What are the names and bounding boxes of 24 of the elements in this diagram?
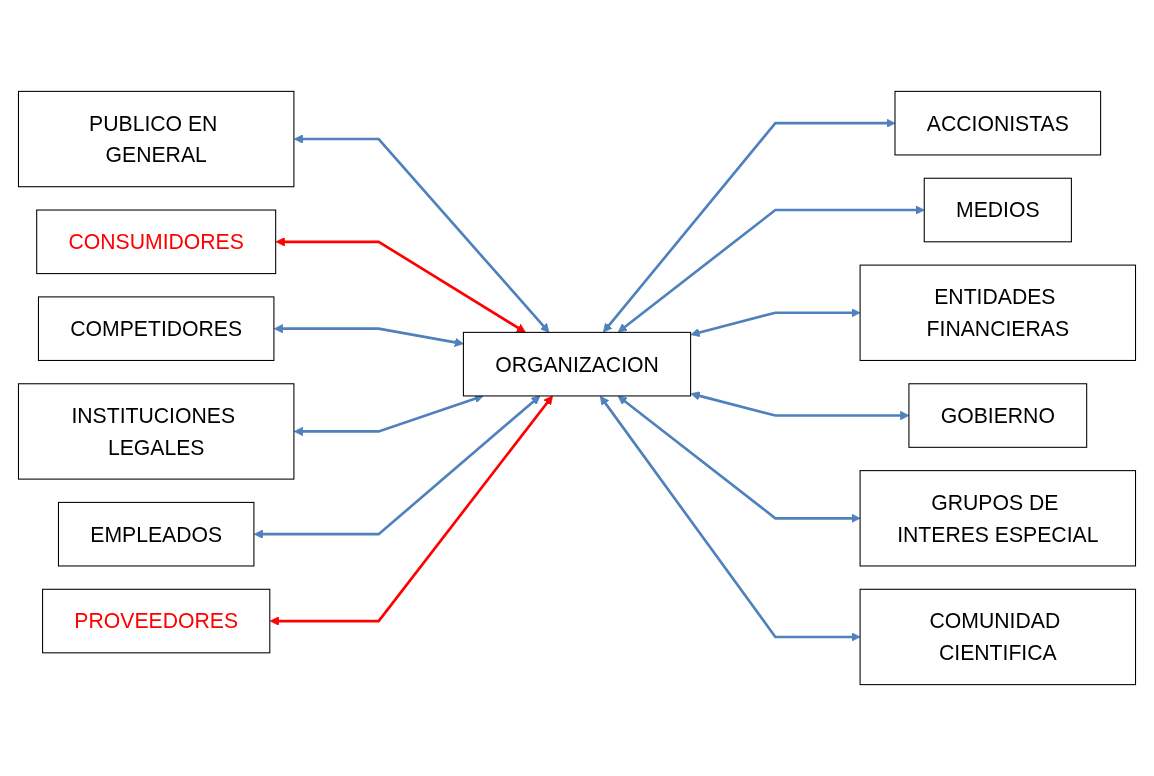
node-box: MEDIOS bbox=[923, 177, 1072, 243]
node-box: INSTITUCIONES LEGALES bbox=[17, 383, 295, 480]
arrow bbox=[690, 308, 861, 338]
node-box: ENTIDADES FINANCIERAS bbox=[859, 264, 1137, 361]
arrow bbox=[273, 324, 464, 347]
arrow bbox=[617, 395, 861, 523]
arrow bbox=[293, 394, 484, 437]
node-box: ACCIONISTAS bbox=[894, 90, 1102, 156]
arrow bbox=[269, 395, 553, 626]
arrow bbox=[617, 205, 925, 333]
node-box: COMUNIDAD CIENTIFICA bbox=[859, 588, 1137, 686]
arrow bbox=[599, 395, 861, 642]
node-box: GOBIERNO bbox=[908, 383, 1088, 448]
node-box: PROVEEDORES bbox=[42, 588, 271, 654]
node-box: CONSUMIDORES bbox=[36, 209, 277, 275]
node-box: GRUPOS DE INTERES ESPECIAL bbox=[859, 470, 1137, 567]
node-box: ORGANIZACION bbox=[462, 331, 692, 397]
arrow bbox=[253, 395, 541, 539]
node-box: PUBLICO EN GENERAL bbox=[17, 90, 295, 188]
arrow bbox=[293, 134, 550, 333]
arrow bbox=[603, 118, 896, 333]
arrow bbox=[275, 237, 526, 333]
node-box: EMPLEADOS bbox=[57, 501, 255, 567]
node-box: COMPETIDORES bbox=[37, 296, 275, 361]
